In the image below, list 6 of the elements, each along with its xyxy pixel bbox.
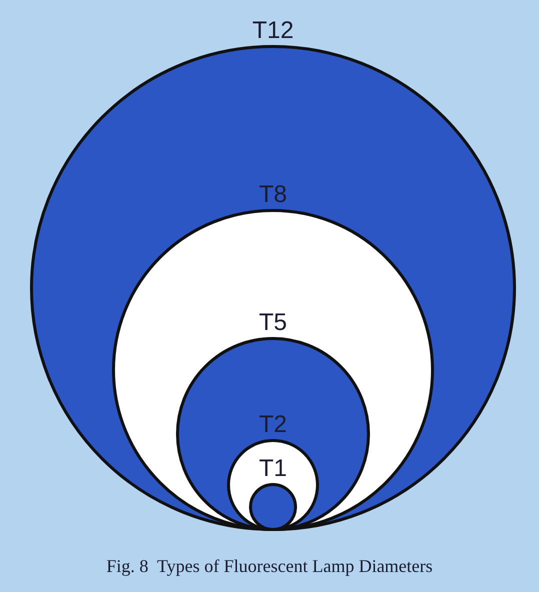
lamp-label: T8 — [258, 183, 288, 207]
lamp-label: T5 — [258, 311, 288, 335]
lamp-label: T12 — [251, 19, 295, 43]
lamp-label: T1 — [258, 457, 288, 481]
figure-caption: Fig. 8 Types of Fluorescent Lamp Diameters — [105, 556, 434, 577]
lamp-label: T2 — [258, 413, 288, 437]
